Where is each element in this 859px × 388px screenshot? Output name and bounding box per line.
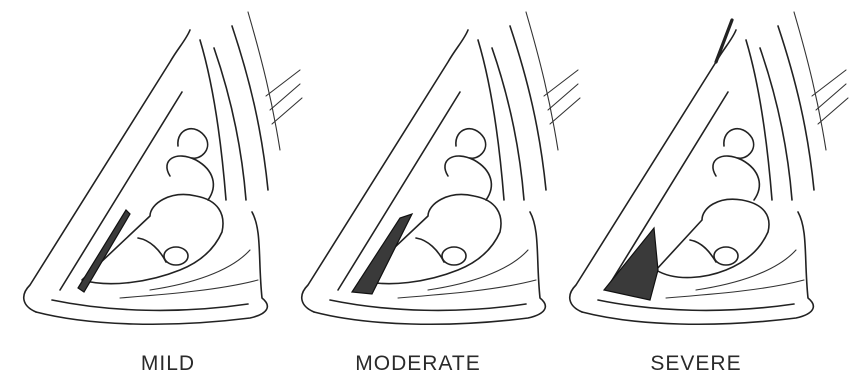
panel-severe: SEVERE <box>546 0 832 388</box>
panel-mild: MILD <box>0 0 286 388</box>
panel-moderate: MODERATE <box>278 0 564 388</box>
label-mild: MILD <box>58 352 278 376</box>
rotation-gap-mild <box>78 210 130 292</box>
hoof-diagram-moderate <box>278 0 564 340</box>
hoof-diagram-mild <box>0 0 286 340</box>
hoof-outline <box>302 12 580 324</box>
rotation-gap-severe <box>604 228 658 300</box>
hoof-outline <box>24 12 302 324</box>
hoof-outline <box>570 12 848 324</box>
hoof-diagram-severe <box>546 0 832 340</box>
label-severe: SEVERE <box>586 352 806 376</box>
label-moderate: MODERATE <box>308 352 528 376</box>
